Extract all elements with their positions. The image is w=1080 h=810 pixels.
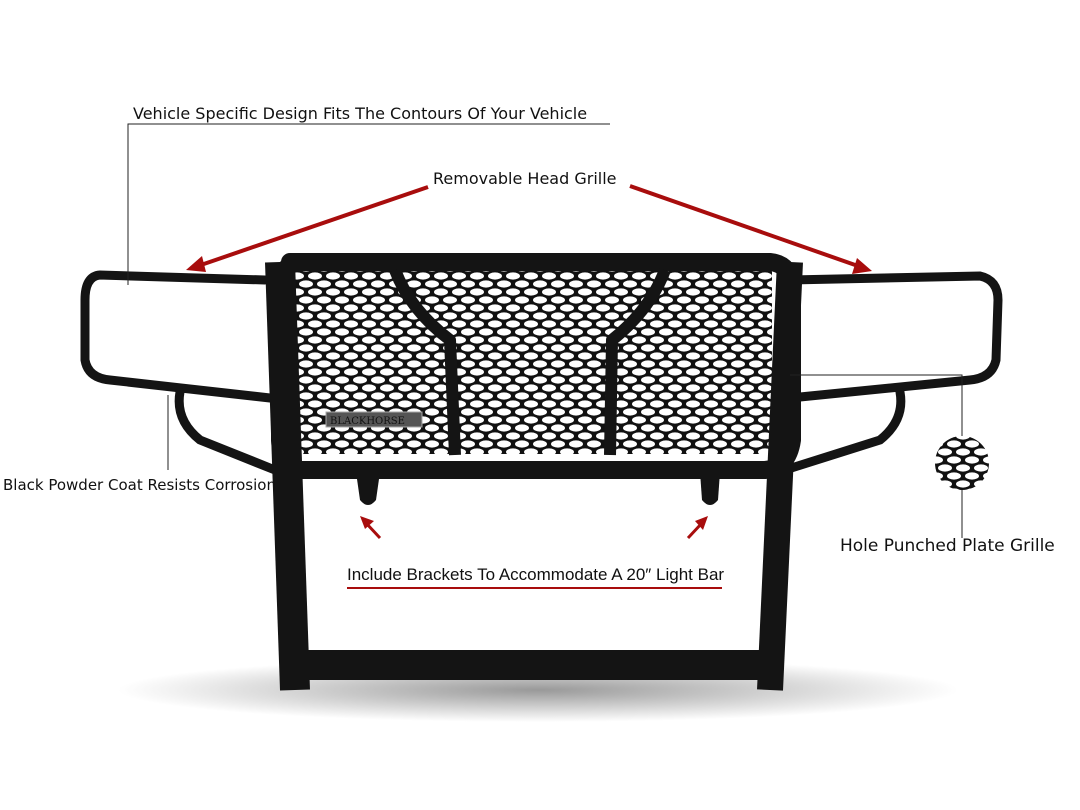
callout-vehicle-specific: Vehicle Specific Design Fits The Contour…: [133, 104, 588, 123]
brand-logo: BLACKHORSE: [330, 416, 405, 427]
callout-lines: [127, 123, 963, 538]
red-arrows: [186, 184, 872, 540]
light-bar-bracket-left: [356, 472, 380, 505]
callout-light-bar: Include Brackets To Accommodate A 20″ Li…: [347, 565, 725, 584]
callout-head-grille: Removable Head Grille: [433, 169, 617, 188]
side-tubes: [80, 270, 1003, 475]
light-bar-bracket-right: [700, 472, 720, 505]
callout-hole-punched: Hole Punched Plate Grille: [840, 536, 1055, 556]
brand-logo-plate: [325, 411, 423, 428]
callout-powder-coat: Black Powder Coat Resists Corrosion: [3, 476, 276, 494]
main-frame: [265, 253, 803, 691]
hole-pattern-detail: [935, 436, 989, 490]
